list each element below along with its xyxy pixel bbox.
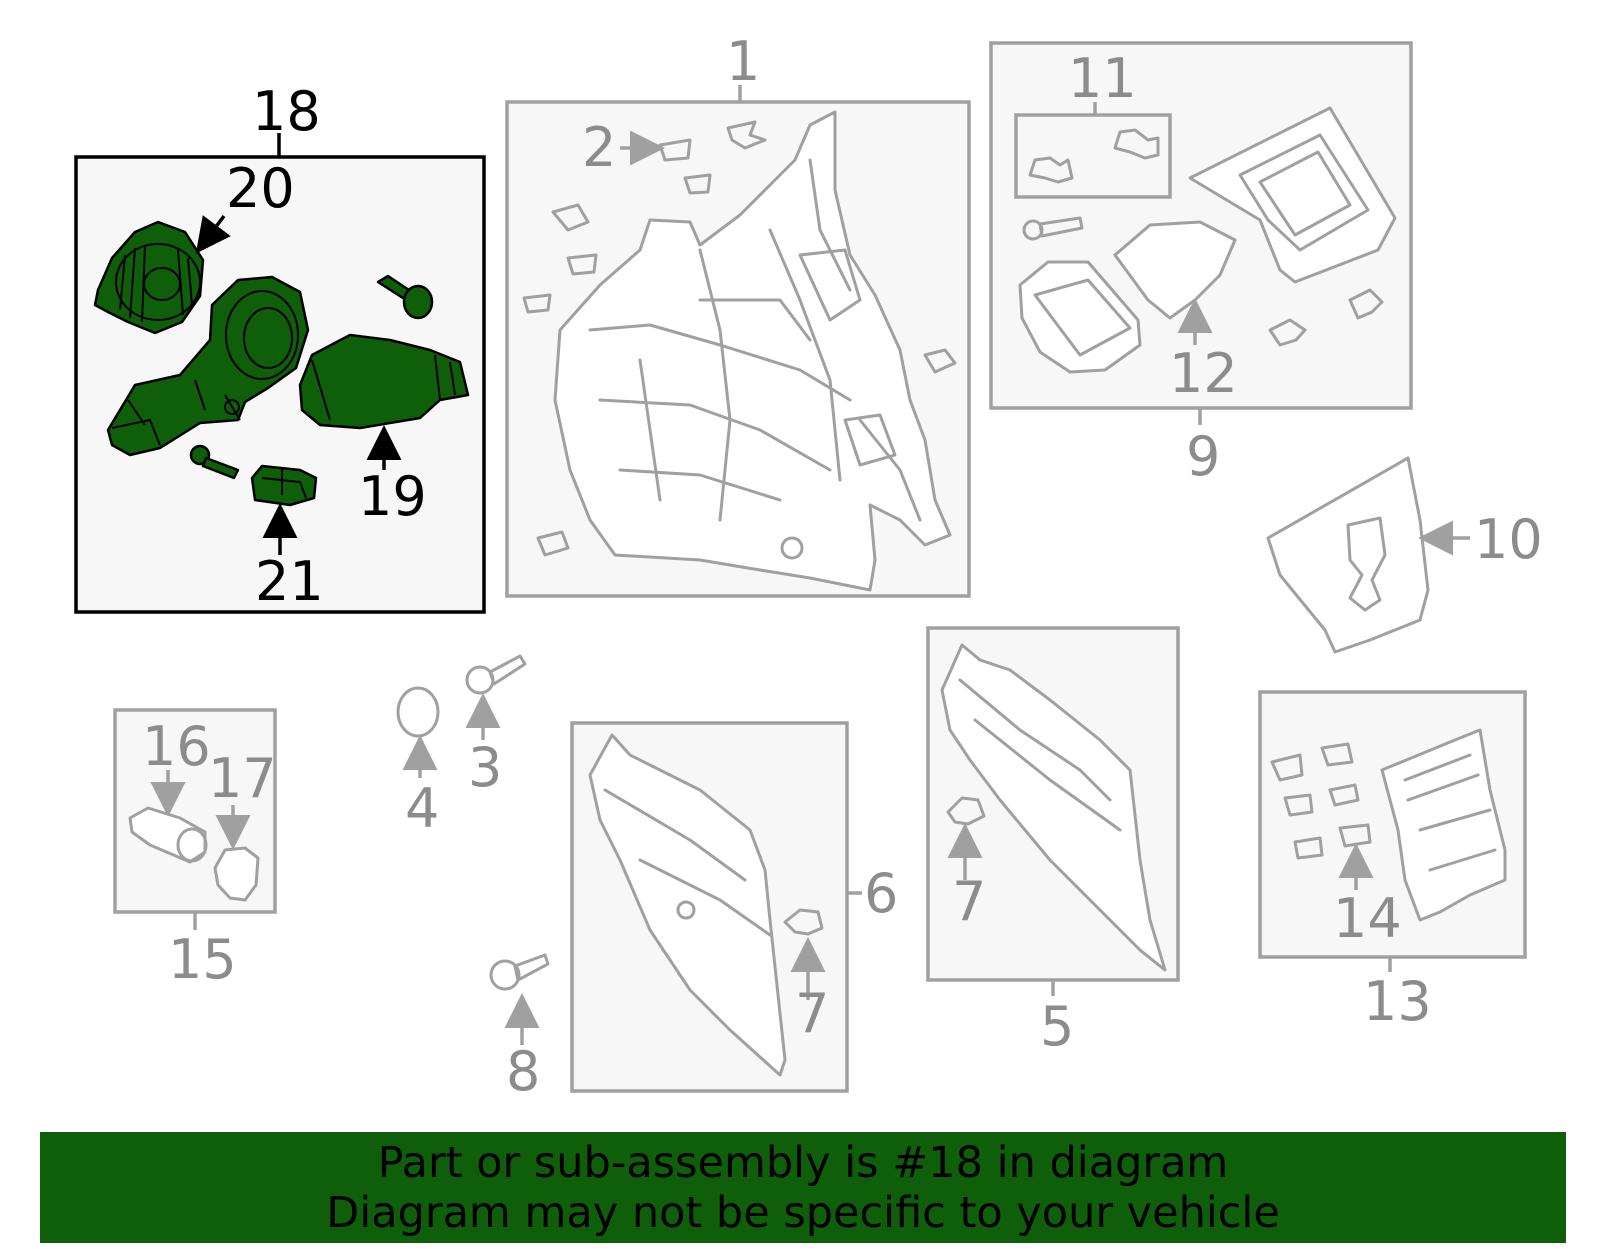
- callout-5: 5: [1040, 995, 1074, 1058]
- callout-21: 21: [255, 550, 324, 613]
- callout-13: 13: [1363, 970, 1432, 1033]
- part-10[interactable]: 10: [1266, 456, 1543, 654]
- callout-7: 7: [795, 982, 829, 1045]
- info-banner: Part or sub-assembly is #18 in diagram D…: [40, 1132, 1566, 1243]
- callout-10: 10: [1474, 508, 1543, 571]
- resistor-part[interactable]: [250, 464, 318, 507]
- bolt-part[interactable]: [189, 444, 240, 480]
- quarter-panel-part[interactable]: [553, 110, 952, 592]
- callout-2: 2: [582, 116, 616, 179]
- callout-6: 6: [864, 862, 898, 925]
- callout-16: 16: [142, 715, 211, 778]
- group-18[interactable]: 18: [74, 80, 486, 614]
- screw-part[interactable]: [376, 274, 434, 320]
- callout-12: 12: [1169, 342, 1238, 405]
- banner-line-2: Diagram may not be specific to your vehi…: [326, 1188, 1280, 1238]
- group-1[interactable]: 1 2: [505, 30, 971, 598]
- blower-motor-part[interactable]: [93, 220, 205, 335]
- group-5[interactable]: 7 5: [926, 626, 1180, 1058]
- group-15[interactable]: 16 17 15: [113, 708, 277, 991]
- callout-4: 4: [405, 777, 439, 840]
- group-13[interactable]: 14 13: [1258, 690, 1527, 1033]
- callout-3: 3: [468, 736, 502, 799]
- callout-20: 20: [226, 157, 295, 220]
- group-6[interactable]: 7 6: [570, 721, 898, 1093]
- callout-9: 9: [1186, 425, 1220, 488]
- part-3[interactable]: 3: [465, 654, 527, 799]
- blower-cover-part[interactable]: [298, 333, 470, 430]
- callout-7b: 7: [952, 870, 986, 933]
- group-9[interactable]: 11 12 9: [989, 41, 1413, 488]
- callout-17: 17: [208, 747, 277, 810]
- callout-14: 14: [1333, 887, 1402, 950]
- callout-18: 18: [252, 80, 321, 143]
- callout-15: 15: [168, 928, 237, 991]
- part-4[interactable]: 4: [396, 686, 440, 840]
- callout-8: 8: [506, 1040, 540, 1103]
- banner-line-1: Part or sub-assembly is #18 in diagram: [377, 1138, 1229, 1188]
- blower-housing-part[interactable]: [106, 275, 310, 457]
- callout-19: 19: [358, 465, 427, 528]
- callout-1: 1: [726, 30, 760, 93]
- callout-11: 11: [1068, 47, 1137, 110]
- part-8[interactable]: 8: [489, 953, 550, 1103]
